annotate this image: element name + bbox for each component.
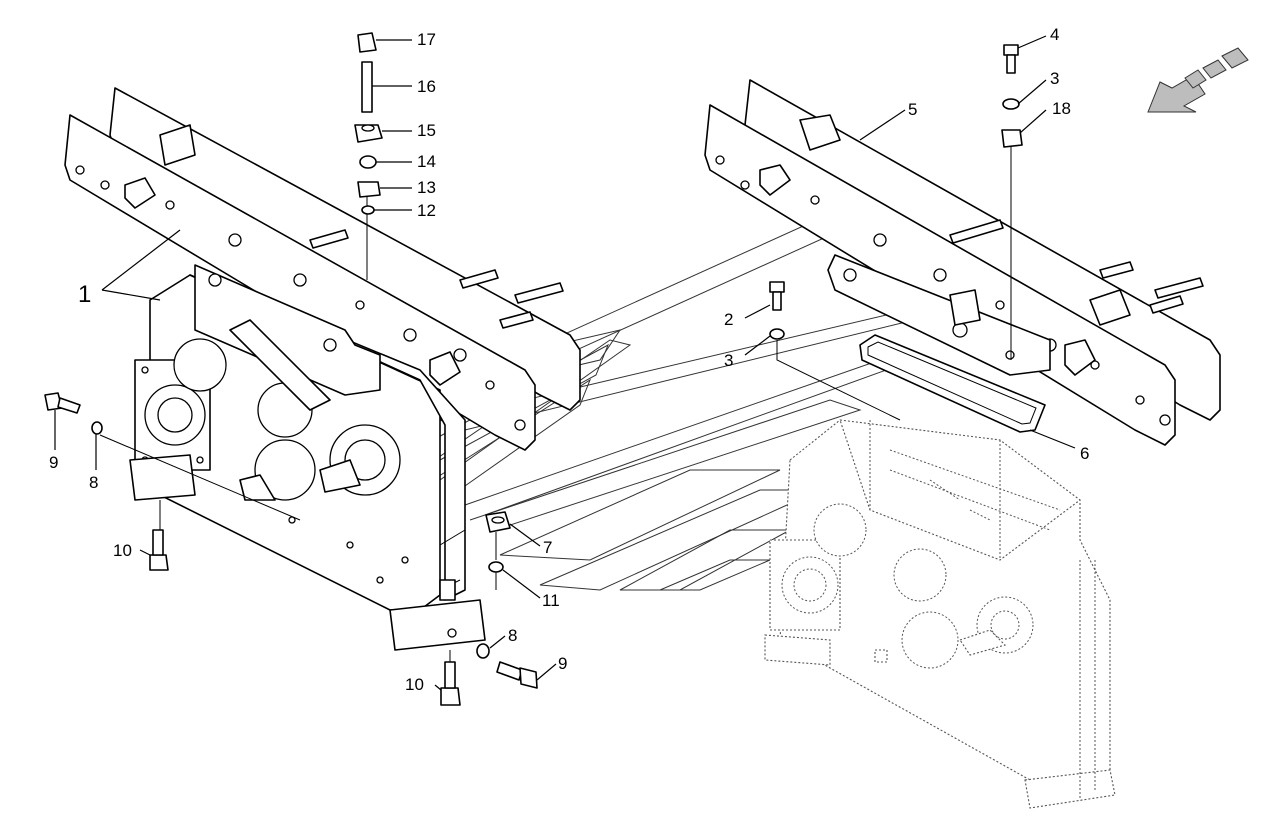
ghost-housing [764, 419, 1116, 809]
callout-labels: 1 2 3 3 4 5 6 7 8 8 9 9 10 10 11 12 13 1… [49, 25, 1089, 694]
callout-17: 17 [417, 30, 436, 49]
lower-fasteners [44, 392, 538, 706]
callout-4: 4 [1050, 25, 1059, 44]
callout-10-left: 10 [113, 541, 132, 560]
callout-3-bolt: 3 [724, 351, 733, 370]
gasket [859, 334, 1046, 433]
left-frame-assembly [64, 87, 581, 651]
callout-13: 13 [417, 178, 436, 197]
callout-14: 14 [417, 152, 436, 171]
callout-2: 2 [724, 310, 733, 329]
callout-10-lower: 10 [405, 675, 424, 694]
right-frame-assembly [704, 79, 1221, 446]
direction-arrow-icon [1147, 47, 1249, 113]
callout-9-left: 9 [49, 453, 58, 472]
callout-3-washer: 3 [1050, 69, 1059, 88]
callout-5: 5 [908, 100, 917, 119]
callout-1: 1 [78, 281, 91, 308]
right-fastener-stack [1001, 44, 1023, 360]
callout-8-lower: 8 [508, 626, 517, 645]
leader-lines [54, 35, 1076, 691]
callout-6: 6 [1080, 444, 1089, 463]
callout-12: 12 [417, 201, 436, 220]
bolt-2-3 [769, 281, 901, 421]
callout-16: 16 [417, 77, 436, 96]
callout-11: 11 [542, 591, 560, 610]
callout-7: 7 [543, 538, 552, 557]
callout-15: 15 [417, 121, 436, 140]
callout-9-lower: 9 [558, 654, 567, 673]
fastener-stack [354, 32, 383, 280]
callout-8-left: 8 [89, 473, 98, 492]
callout-18: 18 [1052, 99, 1071, 118]
